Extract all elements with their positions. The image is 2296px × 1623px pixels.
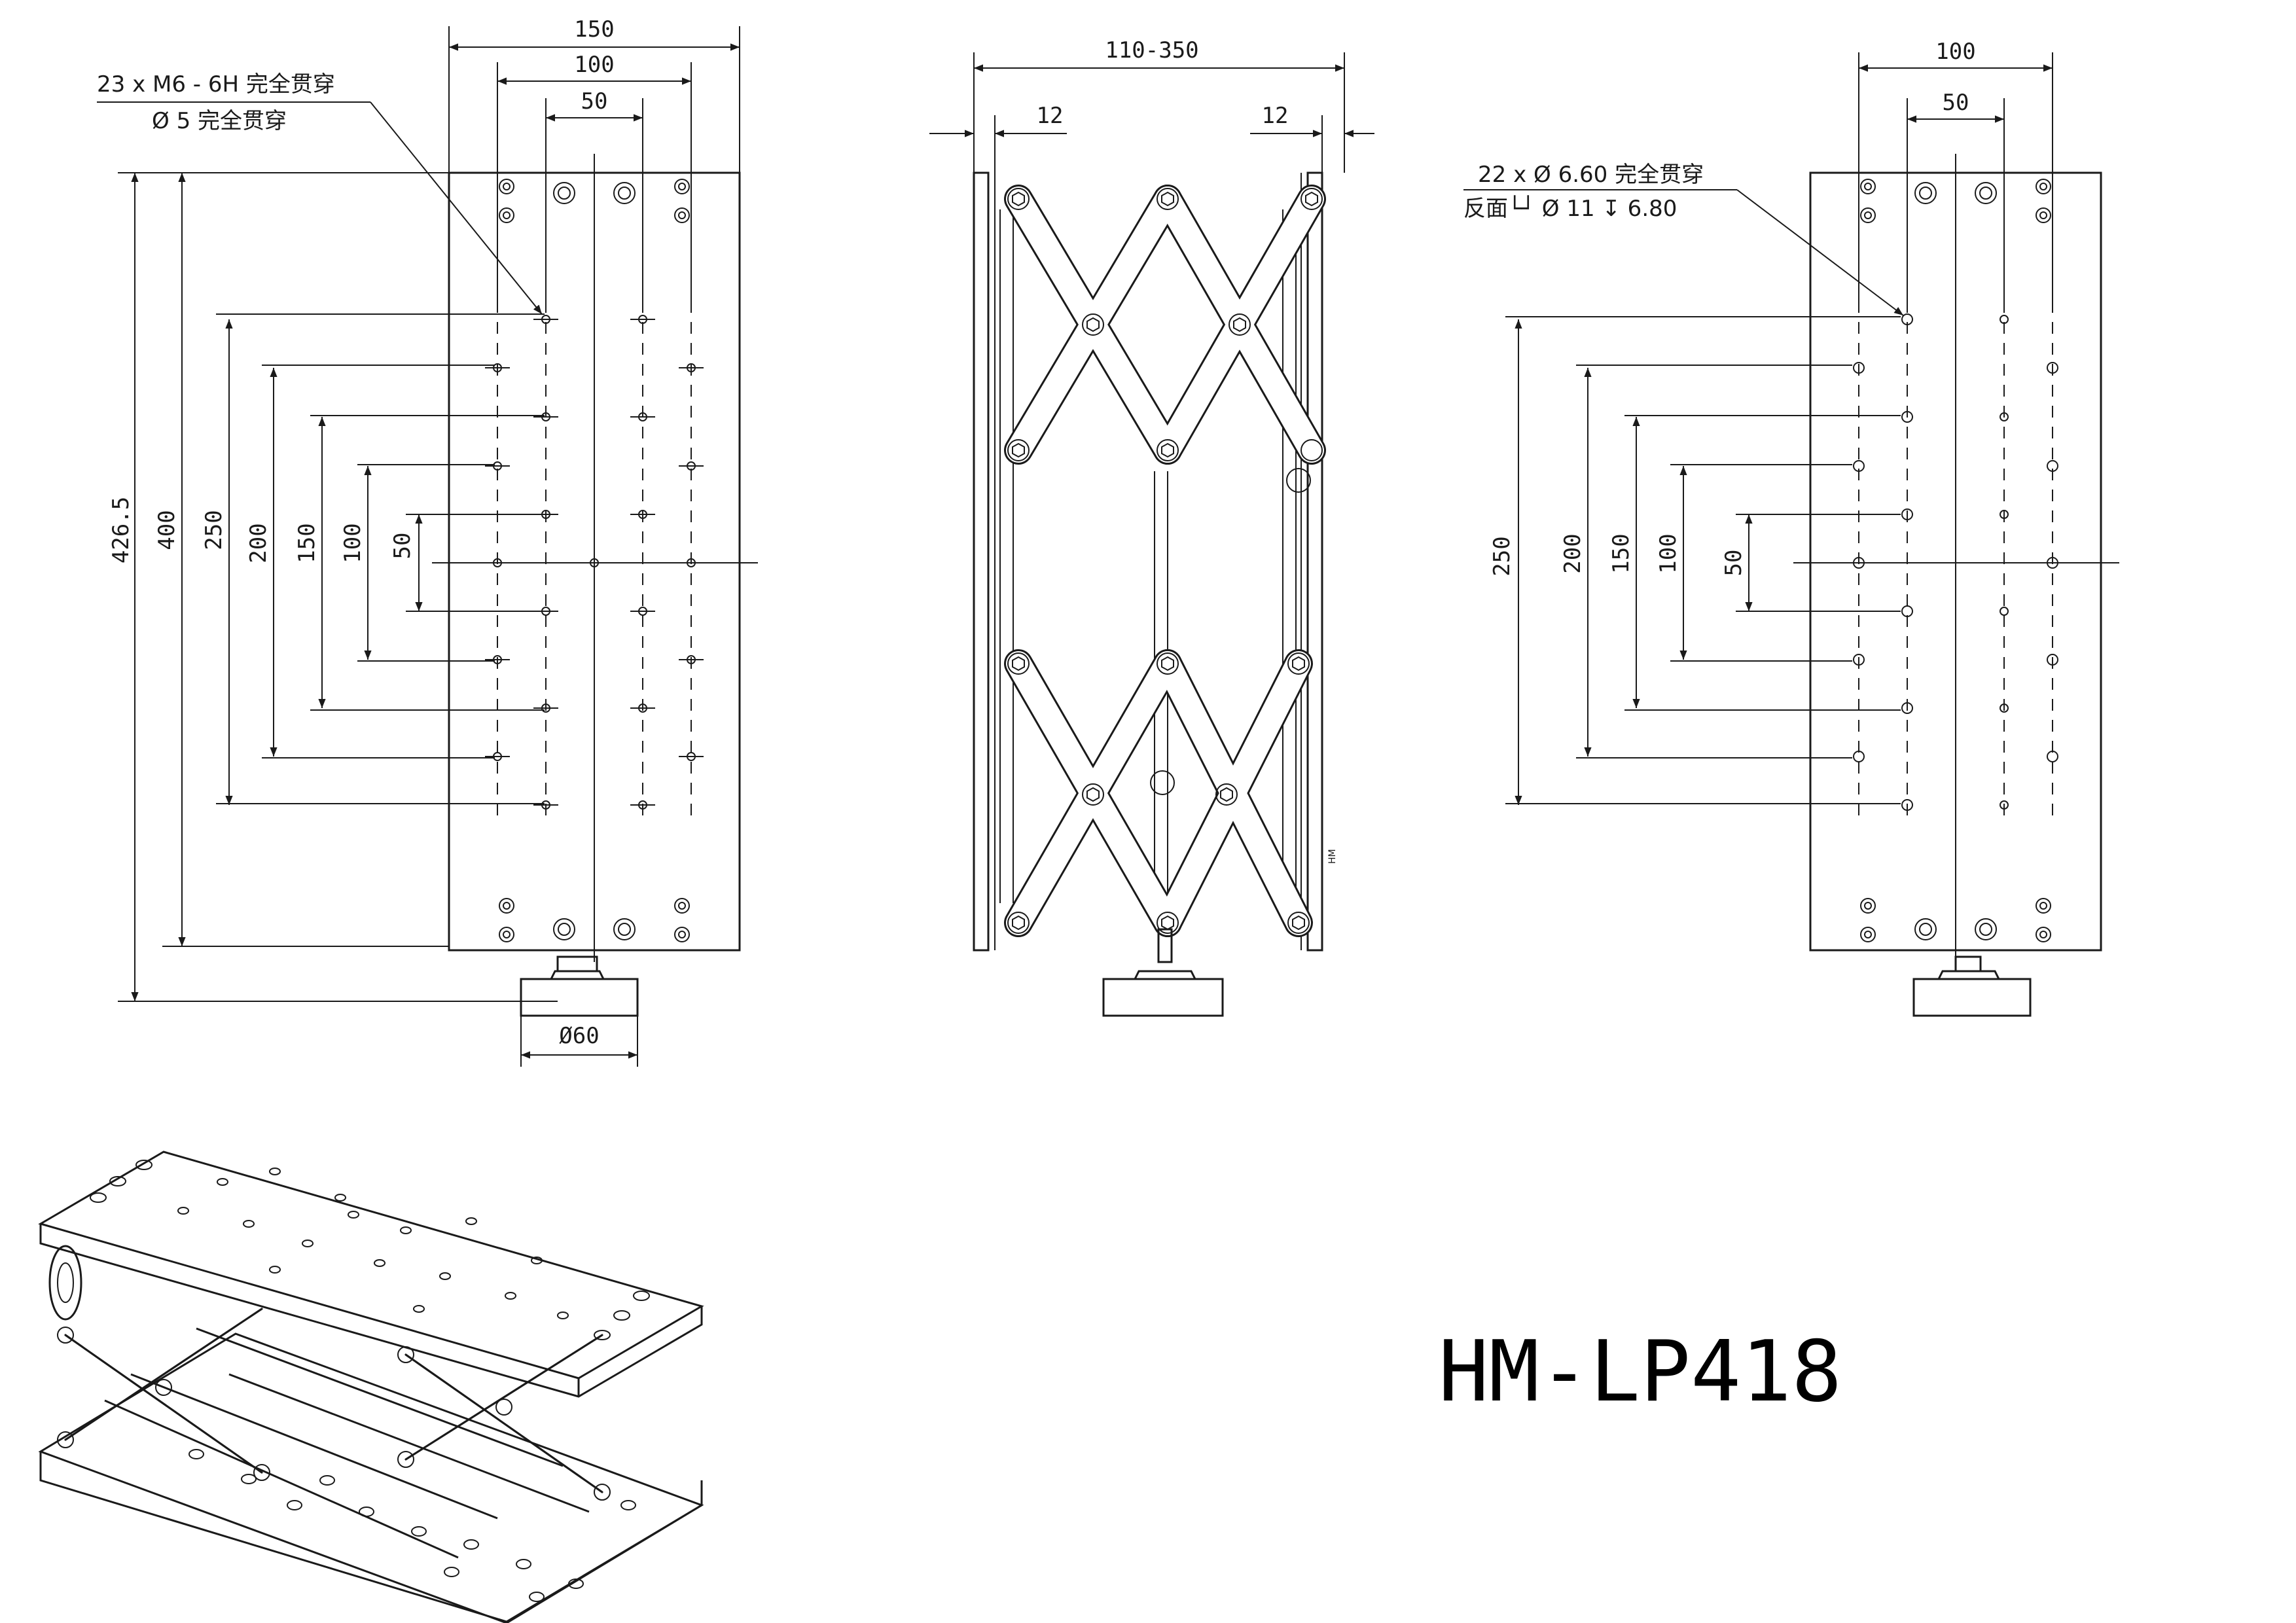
corner-holes <box>499 179 690 942</box>
front-vertical-dimensions: 426.5 400 250 200 150 100 50 <box>108 172 558 1002</box>
back-top-dimensions: 100 50 <box>1858 39 2053 301</box>
dim-150: 150 <box>294 523 320 563</box>
dim-50: 50 <box>389 533 416 560</box>
back-note-line1: 22 x Ø 6.60 完全贯穿 <box>1478 162 1704 188</box>
back-hole-grid <box>1853 313 2058 811</box>
dim-150: 150 <box>574 16 614 43</box>
model-number: HM-LP418 <box>1439 1323 1842 1421</box>
isometric-view <box>38 1150 704 1623</box>
dim-50: 50 <box>581 88 608 115</box>
foot-dimension: Ø60 <box>520 1016 638 1067</box>
back-dim-200: 200 <box>1560 533 1586 573</box>
back-dim-250: 250 <box>1489 536 1515 576</box>
iso-scissor-mechanism <box>48 1245 611 1559</box>
back-dim-100: 100 <box>1655 533 1681 573</box>
back-dim-50: 50 <box>1943 90 1969 116</box>
back-dim-50: 50 <box>1721 550 1747 577</box>
back-corner-holes <box>1860 179 2051 942</box>
side-view: HM 110-350 12 12 <box>929 37 1374 1017</box>
hole-note: 23 x M6 - 6H 完全贯穿 Ø 5 完全贯穿 <box>97 71 543 315</box>
dim-400: 400 <box>154 510 180 550</box>
back-dim-150: 150 <box>1608 533 1634 573</box>
hole-note-line2: Ø 5 完全贯穿 <box>152 108 287 134</box>
back-dim-100: 100 <box>1935 39 1975 65</box>
dim-100: 100 <box>574 52 614 78</box>
front-top-dimensions: 150 100 50 <box>448 16 740 301</box>
side-leveling-foot <box>1102 928 1224 1017</box>
back-hole-note: 22 x Ø 6.60 完全贯穿 反面└┘ Ø 11 ↧ 6.80 <box>1463 162 1904 316</box>
dim-100: 100 <box>340 523 366 563</box>
dim-right-12: 12 <box>1262 103 1289 129</box>
scissor-arms-upper <box>1004 185 1326 465</box>
hole-note-line1: 23 x M6 - 6H 完全贯穿 <box>97 71 335 98</box>
front-view: 150 100 50 23 x M6 - 6H 完全贯穿 Ø 5 完全贯穿 <box>97 16 758 1067</box>
side-dimensions: 110-350 12 12 <box>929 37 1374 173</box>
top-plate-holes <box>90 1160 650 1340</box>
back-view: 100 50 22 x Ø 6.60 完全贯穿 反面└┘ Ø 11 ↧ 6.80 <box>1463 39 2119 1017</box>
side-stamp: HM <box>1327 849 1338 864</box>
leveling-foot <box>520 955 639 1017</box>
dim-foot-diameter: Ø60 <box>559 1023 599 1049</box>
dim-250: 250 <box>201 510 227 550</box>
back-leveling-foot <box>1912 955 2032 1017</box>
pivot-bolts <box>1007 188 1323 934</box>
dim-110-350: 110-350 <box>1105 37 1198 63</box>
dim-200: 200 <box>245 523 272 563</box>
back-note-line2: 反面└┘ Ø 11 ↧ 6.80 <box>1463 195 1677 222</box>
base-plate-holes <box>188 1449 636 1602</box>
dim-426-5: 426.5 <box>108 497 134 563</box>
dim-left-12: 12 <box>1037 103 1064 129</box>
back-vertical-dimensions: 250 200 150 100 50 <box>1489 316 1901 805</box>
